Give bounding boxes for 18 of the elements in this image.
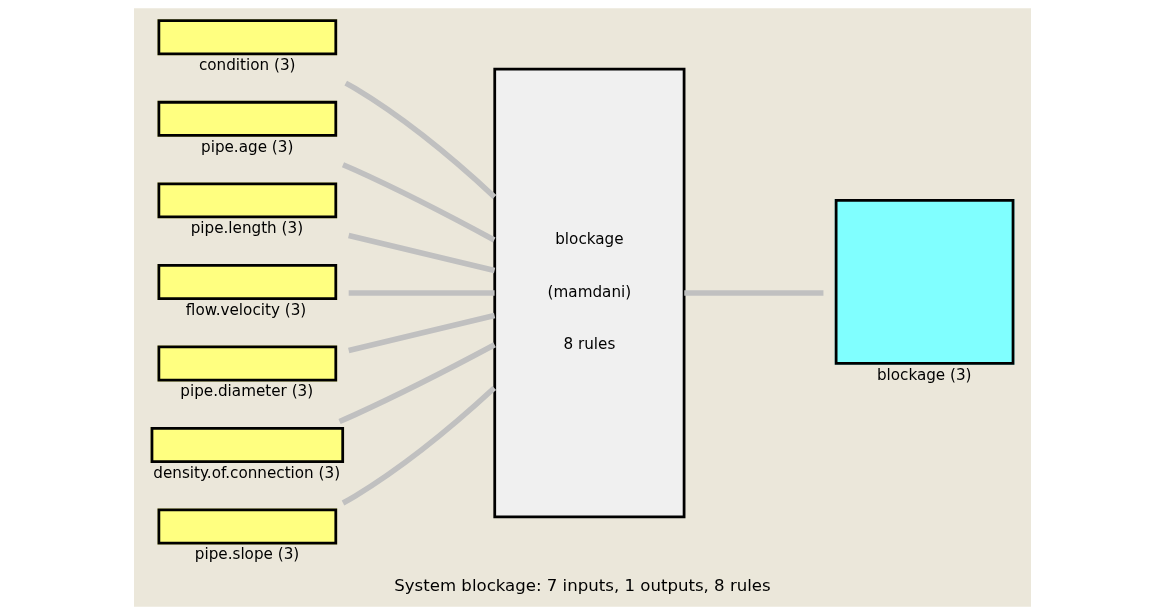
node-label: flow.velocity (3) <box>185 300 307 319</box>
connector <box>684 290 824 296</box>
node-label: pipe.slope (3) <box>194 545 300 564</box>
caption: System blockage: 7 inputs, 1 outputs, 8 rules <box>394 575 771 595</box>
node-label: condition (3) <box>198 56 296 75</box>
connector <box>348 312 496 354</box>
node-label: pipe.age (3) <box>201 137 294 156</box>
connector <box>344 80 497 199</box>
node-label: pipe.length (3) <box>190 219 304 238</box>
connector <box>348 290 495 296</box>
connector <box>341 386 497 506</box>
node-label: blockage (3) <box>876 365 972 384</box>
node-box: blockage (mamdani) 8 rules <box>493 67 686 519</box>
connector <box>338 342 496 424</box>
node-label: density.of.connection (3) <box>153 463 341 482</box>
connector <box>341 162 496 243</box>
node-label: pipe.diameter (3) <box>180 382 314 401</box>
connector <box>348 232 496 274</box>
